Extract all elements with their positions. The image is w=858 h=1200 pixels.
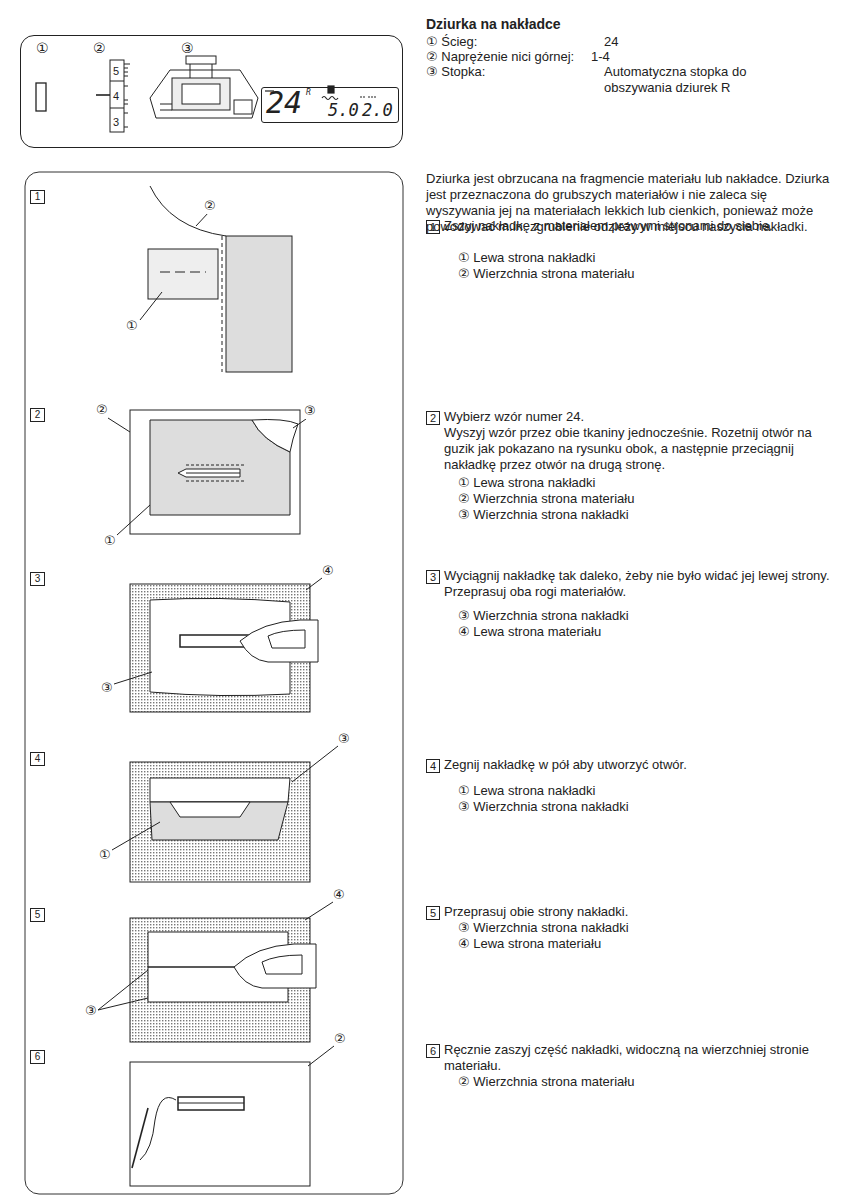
step-text: Wyszyj wzór przez obie tkaniny jednocześ… (444, 425, 844, 473)
step-number: 6 (426, 1044, 440, 1058)
figure-2 (108, 410, 306, 535)
spec-value: 1-4 (591, 49, 610, 65)
callout-number: ② (204, 198, 216, 214)
step-marker: 4 (30, 752, 45, 766)
step-number: 5 (426, 906, 440, 920)
legend-item: ④ Lewa strona materiału (458, 936, 601, 952)
step-marker: 5 (30, 908, 45, 922)
step-text: Przeprasuj obie strony nakładki. (444, 904, 834, 920)
step-marker: 1 (30, 190, 45, 204)
callout-number: ③ (85, 1003, 97, 1019)
spec-value: Automatyczna stopka do obszywania dziure… (604, 64, 804, 96)
figure-6 (130, 1046, 334, 1186)
step-marker: 2 (30, 408, 45, 422)
step-number: 4 (426, 759, 440, 773)
callout-number: ① (126, 318, 138, 334)
legend-item: ① Lewa strona nakładki (458, 475, 595, 491)
dial-number: 5 (113, 63, 119, 79)
step-text: Zegnij nakładkę w pół aby utworzyć otwór… (444, 757, 834, 773)
figure-3 (114, 578, 322, 712)
figure-5 (98, 902, 333, 1042)
step-number: 6 (31, 1051, 44, 1063)
legend-item: ③ Wierzchnia strona nakładki (458, 608, 629, 624)
spec-label: ③ Stopka: (426, 64, 485, 80)
steps-panel (25, 172, 403, 1194)
buttonhole-foot (150, 56, 258, 118)
legend-item: ③ Wierzchnia strona nakładki (458, 507, 629, 523)
dial-number: 4 (113, 88, 119, 104)
callout-number: ③ (304, 403, 316, 419)
legend-item: ③ Wierzchnia strona nakładki (458, 799, 629, 815)
callout-number: ① (99, 847, 111, 863)
legend-item: ② Wierzchnia strona materiału (458, 266, 634, 282)
spec-value: 24 (604, 34, 618, 50)
spec-label: ② Naprężenie nici górnej: (426, 49, 574, 65)
step-number: 2 (31, 409, 44, 421)
stitch-icon (36, 83, 46, 111)
callout-number: ③ (181, 40, 194, 56)
callout-number: ① (36, 40, 49, 56)
lcd-readout: 24 (266, 85, 302, 120)
legend-item: ④ Lewa strona materiału (458, 624, 601, 640)
spec-label: ① Ścieg: (426, 34, 477, 50)
tension-dial (96, 60, 130, 132)
step-text: Wybierz wzór numer 24. (444, 409, 584, 425)
figure-4 (112, 746, 338, 882)
settings-panel: ① ② ③ 24 R 5.02.0 (20, 35, 403, 148)
step-number: 3 (31, 573, 44, 585)
legend-item: ③ Wierzchnia strona nakładki (458, 920, 629, 936)
step-number: 3 (426, 570, 440, 584)
figure-1 (140, 186, 292, 372)
lcd-display: 24 R 5.02.0 (261, 87, 399, 123)
callout-number: ① (104, 533, 116, 549)
step-text: Wyciągnij nakładkę tak daleko, żeby nie … (444, 568, 834, 600)
callout-number: ③ (101, 680, 113, 696)
step-marker: 3 (30, 572, 45, 586)
dial-number: 3 (113, 114, 119, 130)
callout-number: ④ (333, 887, 345, 903)
legend-item: ① Lewa strona nakładki (458, 250, 595, 266)
callout-number: ② (93, 40, 106, 56)
callout-number: ② (334, 1031, 346, 1047)
legend-item: ① Lewa strona nakładki (458, 783, 595, 799)
step-number: 5 (31, 909, 44, 921)
step-number: 1 (31, 191, 44, 203)
step-marker: 6 (30, 1050, 45, 1064)
legend-item: ② Wierzchnia strona materiału (458, 491, 634, 507)
legend-item: ② Wierzchnia strona materiału (458, 1074, 634, 1090)
callout-number: ④ (322, 563, 334, 579)
step-number: 2 (426, 411, 440, 425)
step-number: 1 (426, 220, 440, 234)
lcd-readout: 2.0 (362, 100, 393, 120)
lcd-readout: R (306, 88, 311, 97)
step-number: 4 (31, 753, 44, 765)
lcd-readout: 5.0 (328, 100, 359, 120)
step-text: Zszyj nakładkę z materiałem prawymi stro… (444, 218, 838, 234)
callout-number: ③ (338, 731, 350, 747)
callout-number: ② (96, 402, 108, 418)
page-title: Dziurka na nakładce (426, 16, 561, 32)
step-text: Ręcznie zaszyj część nakładki, widoczną … (444, 1042, 838, 1074)
